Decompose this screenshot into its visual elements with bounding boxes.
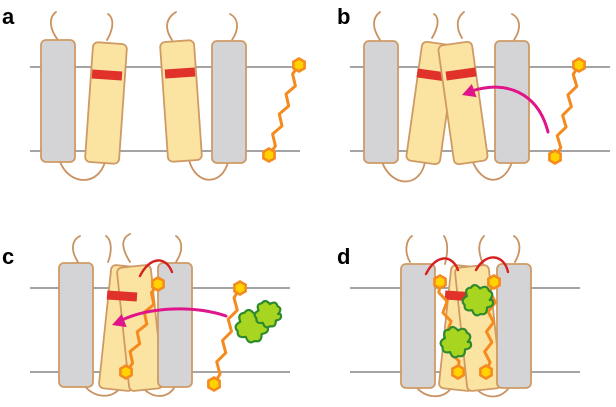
hexagon-icon <box>262 146 276 163</box>
helix-yellow <box>159 39 203 163</box>
loop <box>122 233 131 263</box>
loop <box>511 13 520 41</box>
loop <box>188 159 229 181</box>
loop <box>456 11 465 39</box>
loop <box>105 235 112 263</box>
gate-band <box>445 67 477 81</box>
loop <box>50 11 59 41</box>
hexagon-icon <box>151 275 165 292</box>
helix-gray <box>494 40 530 164</box>
helix-gray <box>58 262 94 388</box>
ligand-chain <box>553 63 581 159</box>
gate-band <box>106 290 138 302</box>
red-loop <box>424 257 460 276</box>
red-loop <box>474 256 510 274</box>
loop <box>106 13 114 41</box>
loop <box>471 159 513 181</box>
ligand-bound-chain <box>124 282 160 374</box>
curved-arrow-icon-shaft <box>470 85 550 134</box>
loop <box>72 235 81 263</box>
loop <box>59 161 106 181</box>
curved-arrow-icon-head <box>462 84 477 98</box>
ligand-chain <box>212 286 242 386</box>
hexagon-icon <box>207 375 221 392</box>
panel-label-c: c <box>2 244 15 269</box>
hexagon-icon <box>451 363 465 380</box>
loop <box>229 13 238 41</box>
panel-label-d: d <box>337 244 351 269</box>
gate-band <box>91 69 123 81</box>
hexagon-icon <box>233 279 247 296</box>
helix-gray <box>211 40 247 164</box>
curved-arrow-icon-shaft <box>120 307 228 322</box>
hexagon-icon <box>572 56 586 73</box>
loop <box>443 235 449 265</box>
hexagon-icon <box>433 273 447 290</box>
helix-gray <box>400 263 436 389</box>
hexagon-icon <box>119 363 133 380</box>
helix-gray <box>496 263 532 389</box>
gate-band <box>416 68 448 82</box>
helix-gray <box>363 40 399 164</box>
hexagon-icon <box>548 148 562 165</box>
hexagon-icon <box>292 56 306 73</box>
loop <box>381 161 426 183</box>
puzzle-blob-icon <box>253 299 283 329</box>
helix-gray <box>157 262 193 388</box>
helix-yellow <box>437 40 489 166</box>
loop <box>513 235 521 263</box>
loop <box>405 235 413 263</box>
puzzle-blob-icon <box>439 325 473 359</box>
panel-label-a: a <box>2 4 15 29</box>
hexagon-icon <box>487 273 501 290</box>
loop <box>373 11 381 41</box>
red-loop <box>138 259 174 278</box>
helix-yellow <box>84 41 128 165</box>
puzzle-blob-icon <box>461 283 495 317</box>
helix-gray <box>40 39 76 163</box>
ligand-chain <box>267 63 301 157</box>
panel-label-b: b <box>337 4 351 29</box>
loop <box>431 13 439 39</box>
curved-arrow-icon-head <box>112 314 127 328</box>
hexagon-icon <box>479 363 493 380</box>
loop <box>175 235 183 263</box>
gate-band <box>164 67 196 79</box>
loop <box>166 11 177 41</box>
